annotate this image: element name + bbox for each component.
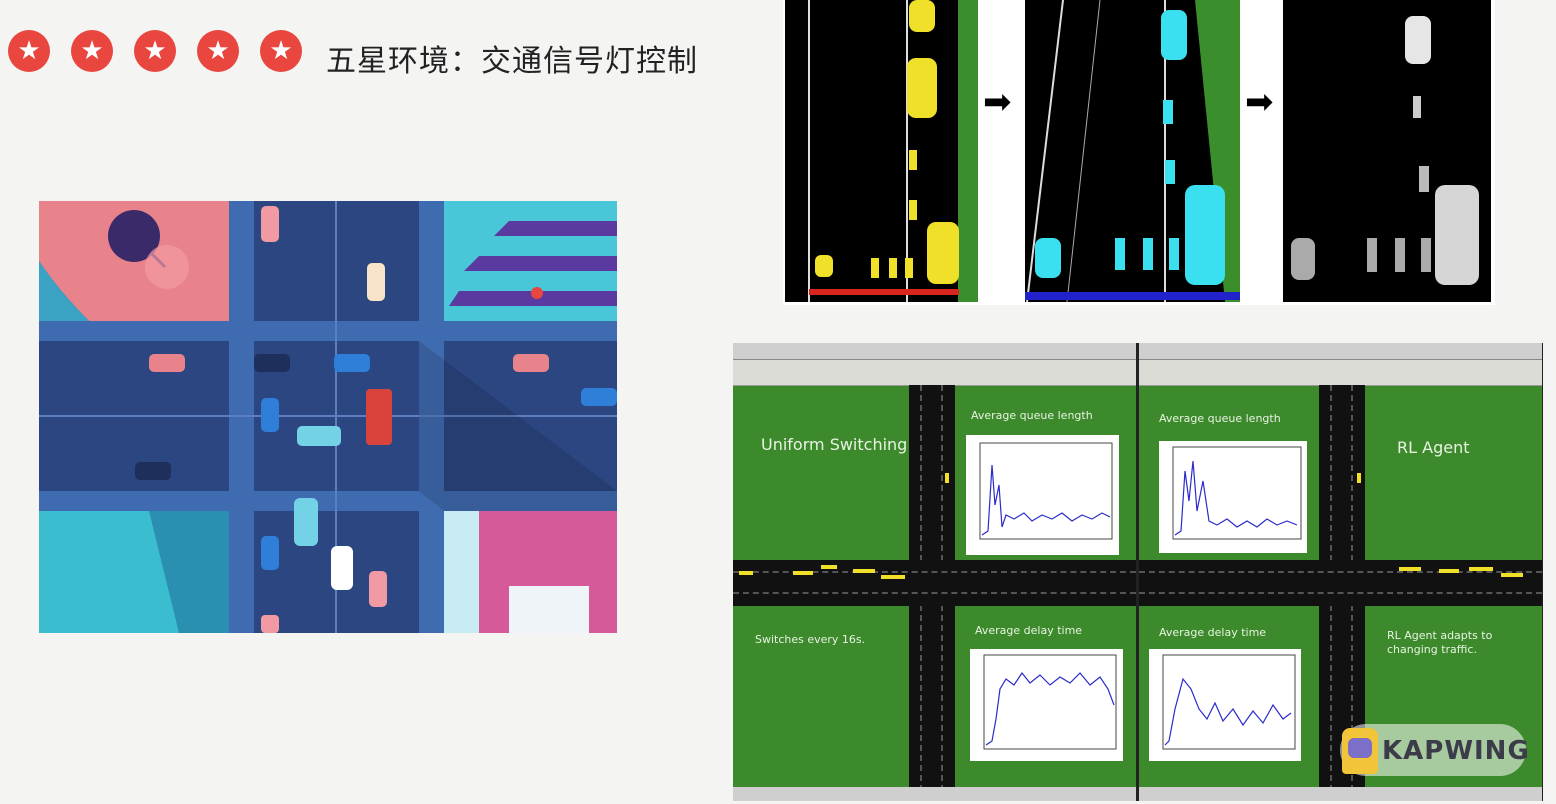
scenario-title: Uniform Switching — [761, 435, 908, 454]
page-title: 五星环境：交通信号灯控制 — [326, 44, 698, 79]
queue-length-plot — [1159, 441, 1307, 553]
traffic-simulation-window: Uniform Switching Switches every 16s. Av… — [733, 343, 1543, 801]
delay-plot-label: Average delay time — [975, 624, 1083, 637]
star-icon: ★ — [197, 30, 239, 72]
delay-plot-label: Average delay time — [1159, 626, 1267, 639]
arrow-right-icon: ➡ — [1245, 82, 1274, 122]
uniform-switching-view: Uniform Switching Switches every 16s. Av… — [733, 343, 1136, 801]
arrow-right-icon: ➡ — [983, 82, 1012, 122]
watermark-text: KAPWING — [1382, 736, 1530, 766]
road-horizontal — [733, 560, 1136, 606]
observation-pipeline-diagram: ➡ ➡ — [783, 0, 1495, 305]
rl-agent-view: Average queue length RL Agent Average de… — [1139, 343, 1542, 801]
scenario-subtitle: Switches every 16s. — [755, 633, 866, 646]
toolbar — [733, 360, 1136, 386]
menu-bar — [733, 343, 1136, 360]
scenario-subtitle: RL Agent adapts to changing traffic. — [1387, 629, 1493, 656]
queue-length-plot — [966, 435, 1119, 555]
delay-time-plot — [1149, 649, 1301, 761]
toolbar — [1139, 360, 1542, 386]
star-icon: ★ — [71, 30, 113, 72]
depth-frame-panel — [1025, 0, 1240, 303]
star-icon: ★ — [134, 30, 176, 72]
status-bar — [733, 787, 1136, 801]
grayscale-frame-panel — [1283, 0, 1491, 302]
queue-plot-label: Average queue length — [1159, 412, 1281, 425]
status-bar — [1139, 787, 1542, 801]
delay-time-plot — [970, 649, 1123, 761]
menu-bar — [1139, 343, 1542, 360]
color-frame-panel — [785, 0, 978, 302]
star-icon: ★ — [8, 30, 50, 72]
star-icon: ★ — [260, 30, 302, 72]
scenario-title: RL Agent — [1397, 438, 1470, 457]
kapwing-logo-icon — [1342, 728, 1378, 774]
rating-stars: ★ ★ ★ ★ ★ — [8, 30, 302, 72]
city-intersection-illustration — [39, 201, 617, 633]
queue-plot-label: Average queue length — [971, 409, 1093, 422]
